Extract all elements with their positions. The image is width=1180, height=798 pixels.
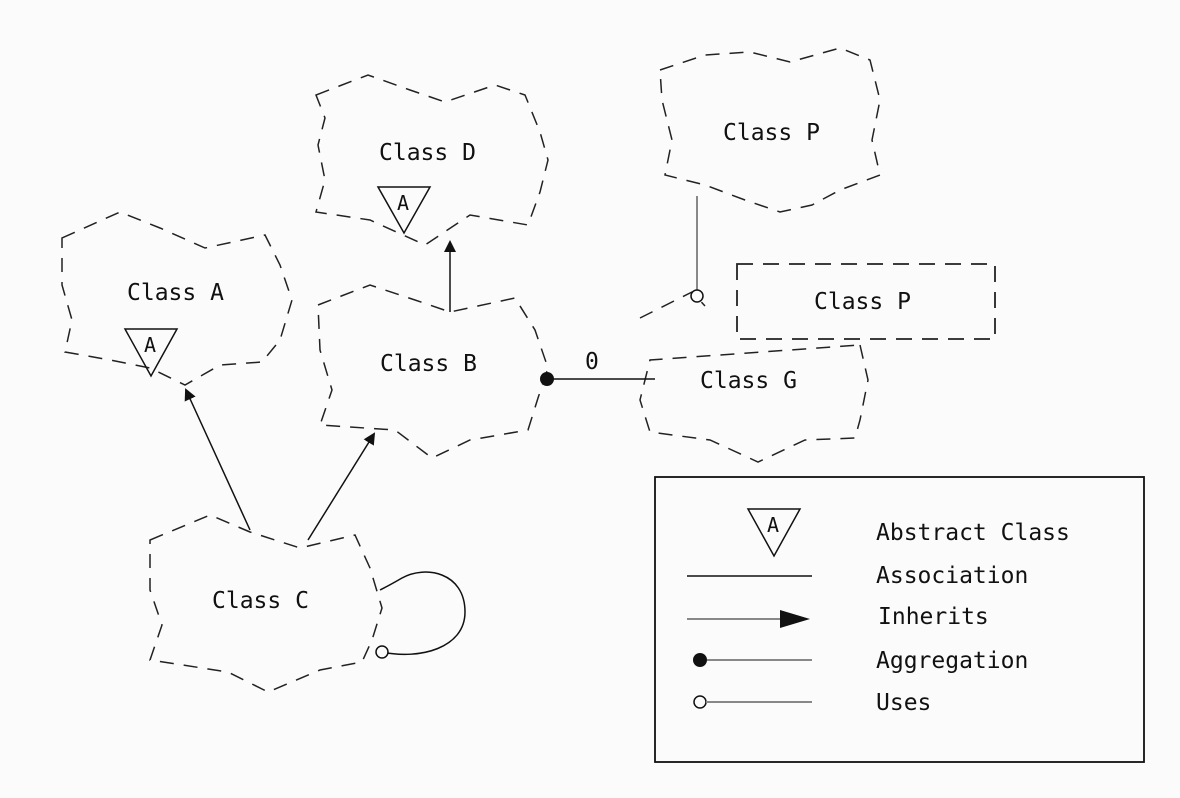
legend-box	[654, 476, 1145, 763]
class-a-abstract-marker: A	[123, 328, 179, 378]
legend-abstract-class-label: Abstract Class	[876, 520, 1070, 546]
inherits-c-to-a	[184, 388, 251, 531]
association-cardinality: 0	[585, 349, 599, 375]
class-d-cloud	[315, 74, 549, 246]
class-c-label: Class C	[212, 588, 309, 614]
class-b-cloud	[317, 284, 549, 459]
aggregation-dot-icon	[693, 653, 707, 667]
class-p-top-label: Class P	[723, 120, 820, 146]
aggregation-b-g: 0	[540, 349, 655, 386]
class-p-top-cloud	[659, 47, 881, 213]
svg-text:A: A	[767, 513, 779, 537]
class-p-top: Class P	[659, 47, 881, 213]
class-a-label: Class A	[127, 280, 224, 306]
legend-inherits-label: Inherits	[878, 604, 989, 630]
svg-text:A: A	[397, 191, 409, 215]
abstract-class-icon	[746, 508, 802, 558]
legend: A Abstract Class Association Inherits Ag…	[654, 476, 1145, 763]
aggregation-dot	[540, 372, 554, 386]
legend-aggregation: Aggregation	[693, 648, 1028, 674]
class-c-cloud	[148, 514, 383, 693]
class-c: Class C	[148, 514, 383, 693]
class-d-abstract-marker: A	[376, 186, 432, 235]
class-p-box-rect	[736, 263, 996, 340]
class-g: Class G	[639, 291, 869, 463]
class-a-cloud	[61, 211, 293, 386]
class-b-label: Class B	[380, 351, 477, 377]
uses-loop-circle	[375, 645, 389, 659]
inherits-arrow-icon	[780, 610, 810, 628]
legend-aggregation-label: Aggregation	[876, 648, 1028, 674]
legend-inherits: Inherits	[687, 604, 989, 630]
class-d-label: Class D	[379, 140, 476, 166]
legend-association-label: Association	[876, 563, 1028, 589]
legend-association: Association	[687, 563, 1028, 589]
uses-p-g	[690, 196, 704, 303]
inherits-c-to-b	[307, 432, 376, 541]
class-p-box-label: Class P	[814, 289, 911, 315]
class-d: Class D A	[315, 74, 549, 246]
legend-uses: Uses	[693, 690, 931, 716]
class-g-label: Class G	[700, 368, 797, 394]
uses-self-loop-c	[375, 571, 466, 659]
legend-abstract-class: A Abstract Class	[746, 508, 1070, 558]
uses-circle-icon	[693, 695, 707, 709]
class-a: Class A A	[61, 211, 293, 386]
uses-circle	[690, 289, 704, 303]
class-p-box: Class P	[736, 263, 996, 340]
svg-text:A: A	[144, 333, 156, 357]
legend-uses-label: Uses	[876, 690, 931, 716]
class-b: Class B	[317, 284, 549, 459]
